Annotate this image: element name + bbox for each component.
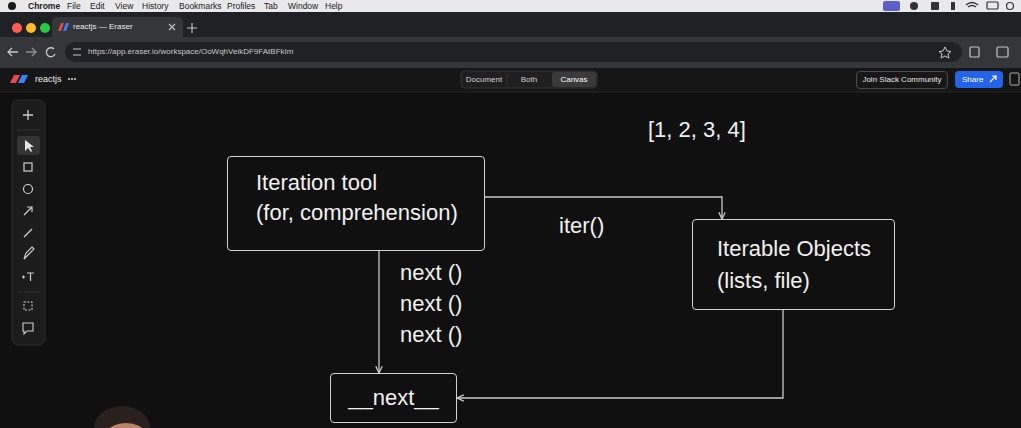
- box-heading: Iteration tool: [256, 168, 377, 198]
- text-tool: [22, 273, 34, 281]
- back-icon: [8, 48, 18, 56]
- link-icon: [990, 76, 996, 82]
- extension-icon: [970, 47, 979, 57]
- app-header: [0, 68, 1021, 92]
- comment-tool: [23, 323, 33, 334]
- header-border: [0, 92, 1021, 93]
- status-icon: [987, 2, 998, 9]
- favicon: [63, 23, 69, 31]
- app-logo: [10, 75, 20, 83]
- box-heading: Iterable Objects: [717, 233, 871, 265]
- menu-dots: [74, 78, 76, 80]
- active-tool: [17, 136, 40, 155]
- menu-item: History: [142, 0, 168, 12]
- zoom-light: [40, 23, 50, 33]
- url-text: https://app.eraser.io/workspace/OoWqhVei…: [88, 46, 293, 58]
- menu-dots: [68, 78, 70, 80]
- array-note: [1, 2, 3, 4]: [648, 117, 746, 143]
- process-box: Iteration tool(for, comprehension): [227, 156, 485, 251]
- selected-view: [552, 72, 596, 87]
- line-tool: [24, 229, 32, 237]
- view-tab: Document: [466, 74, 502, 86]
- share-button: [955, 71, 1003, 88]
- edge-label: iter(): [556, 210, 607, 241]
- switch-divider: [507, 73, 508, 86]
- tab-title: reactjs — Eraser: [73, 21, 133, 33]
- status-icon: [883, 1, 900, 11]
- tab-close-icon: [169, 24, 175, 30]
- site-info-icon: [73, 49, 81, 55]
- menu-bar: [0, 0, 1021, 12]
- menu-item: Tab: [264, 0, 278, 12]
- box-body: (lists, file): [717, 265, 810, 297]
- menu-item: Edit: [90, 0, 105, 12]
- presenter-head: [94, 406, 150, 428]
- process-box: __next__: [330, 373, 457, 423]
- new-tab-icon: [187, 23, 197, 33]
- palette-divider: [17, 292, 40, 293]
- active-tab: [52, 17, 183, 37]
- view-tab: Both: [521, 74, 537, 86]
- pen-tool: [24, 247, 34, 259]
- minimize-light: [26, 23, 36, 33]
- status-icon: [910, 2, 918, 10]
- app-logo: [18, 75, 28, 83]
- sidepanel-icon: [997, 47, 1008, 57]
- status-icon: [931, 2, 939, 10]
- close-light: [12, 23, 22, 33]
- frame-tool: [24, 302, 32, 310]
- view-tab: Canvas: [560, 74, 587, 86]
- menu-item: Profiles: [227, 0, 255, 12]
- share-label: Share: [962, 74, 983, 86]
- tool-palette: [12, 100, 45, 345]
- address-field: [65, 42, 962, 62]
- process-box: Iterable Objects(lists, file): [692, 219, 895, 310]
- ellipse-tool: [24, 185, 33, 194]
- panel-icon: [1010, 73, 1019, 85]
- menu-item: View: [115, 0, 133, 12]
- box-body: (for, comprehension): [256, 198, 458, 228]
- app-menu: Chrome: [28, 0, 60, 12]
- forward-icon: [26, 48, 36, 56]
- menu-item: File: [67, 0, 81, 12]
- presenter-face: [108, 423, 144, 428]
- status-icon: [951, 2, 955, 10]
- tab-bar: [0, 12, 1021, 37]
- arrow-tool: [24, 207, 32, 215]
- search-icon: [1007, 3, 1014, 10]
- menu-dots: [71, 78, 73, 80]
- bookmark-star: [939, 47, 951, 58]
- canvas-ground: [0, 92, 1021, 428]
- edge-label: next () next () next (): [397, 257, 481, 350]
- add-icon: [23, 110, 33, 120]
- menu-item: Help: [325, 0, 342, 12]
- favicon: [58, 23, 64, 31]
- reload-icon: [46, 48, 55, 57]
- menu-item: Bookmarks: [179, 0, 222, 12]
- toolbar: [0, 37, 1021, 68]
- view-switch: [461, 71, 597, 88]
- file-name: reactjs: [35, 73, 62, 85]
- box-heading: __next__: [348, 383, 439, 413]
- cursor-icon: [25, 140, 34, 152]
- connector-arrow: [457, 310, 783, 398]
- menu-item: Window: [288, 0, 318, 12]
- rectangle-tool: [24, 163, 32, 171]
- palette-divider: [17, 130, 40, 131]
- apple-logo: [8, 2, 16, 10]
- connector-arrow: [378, 251, 379, 373]
- wifi-icon: [966, 3, 978, 8]
- slack-button: Join Slack Community: [856, 71, 947, 89]
